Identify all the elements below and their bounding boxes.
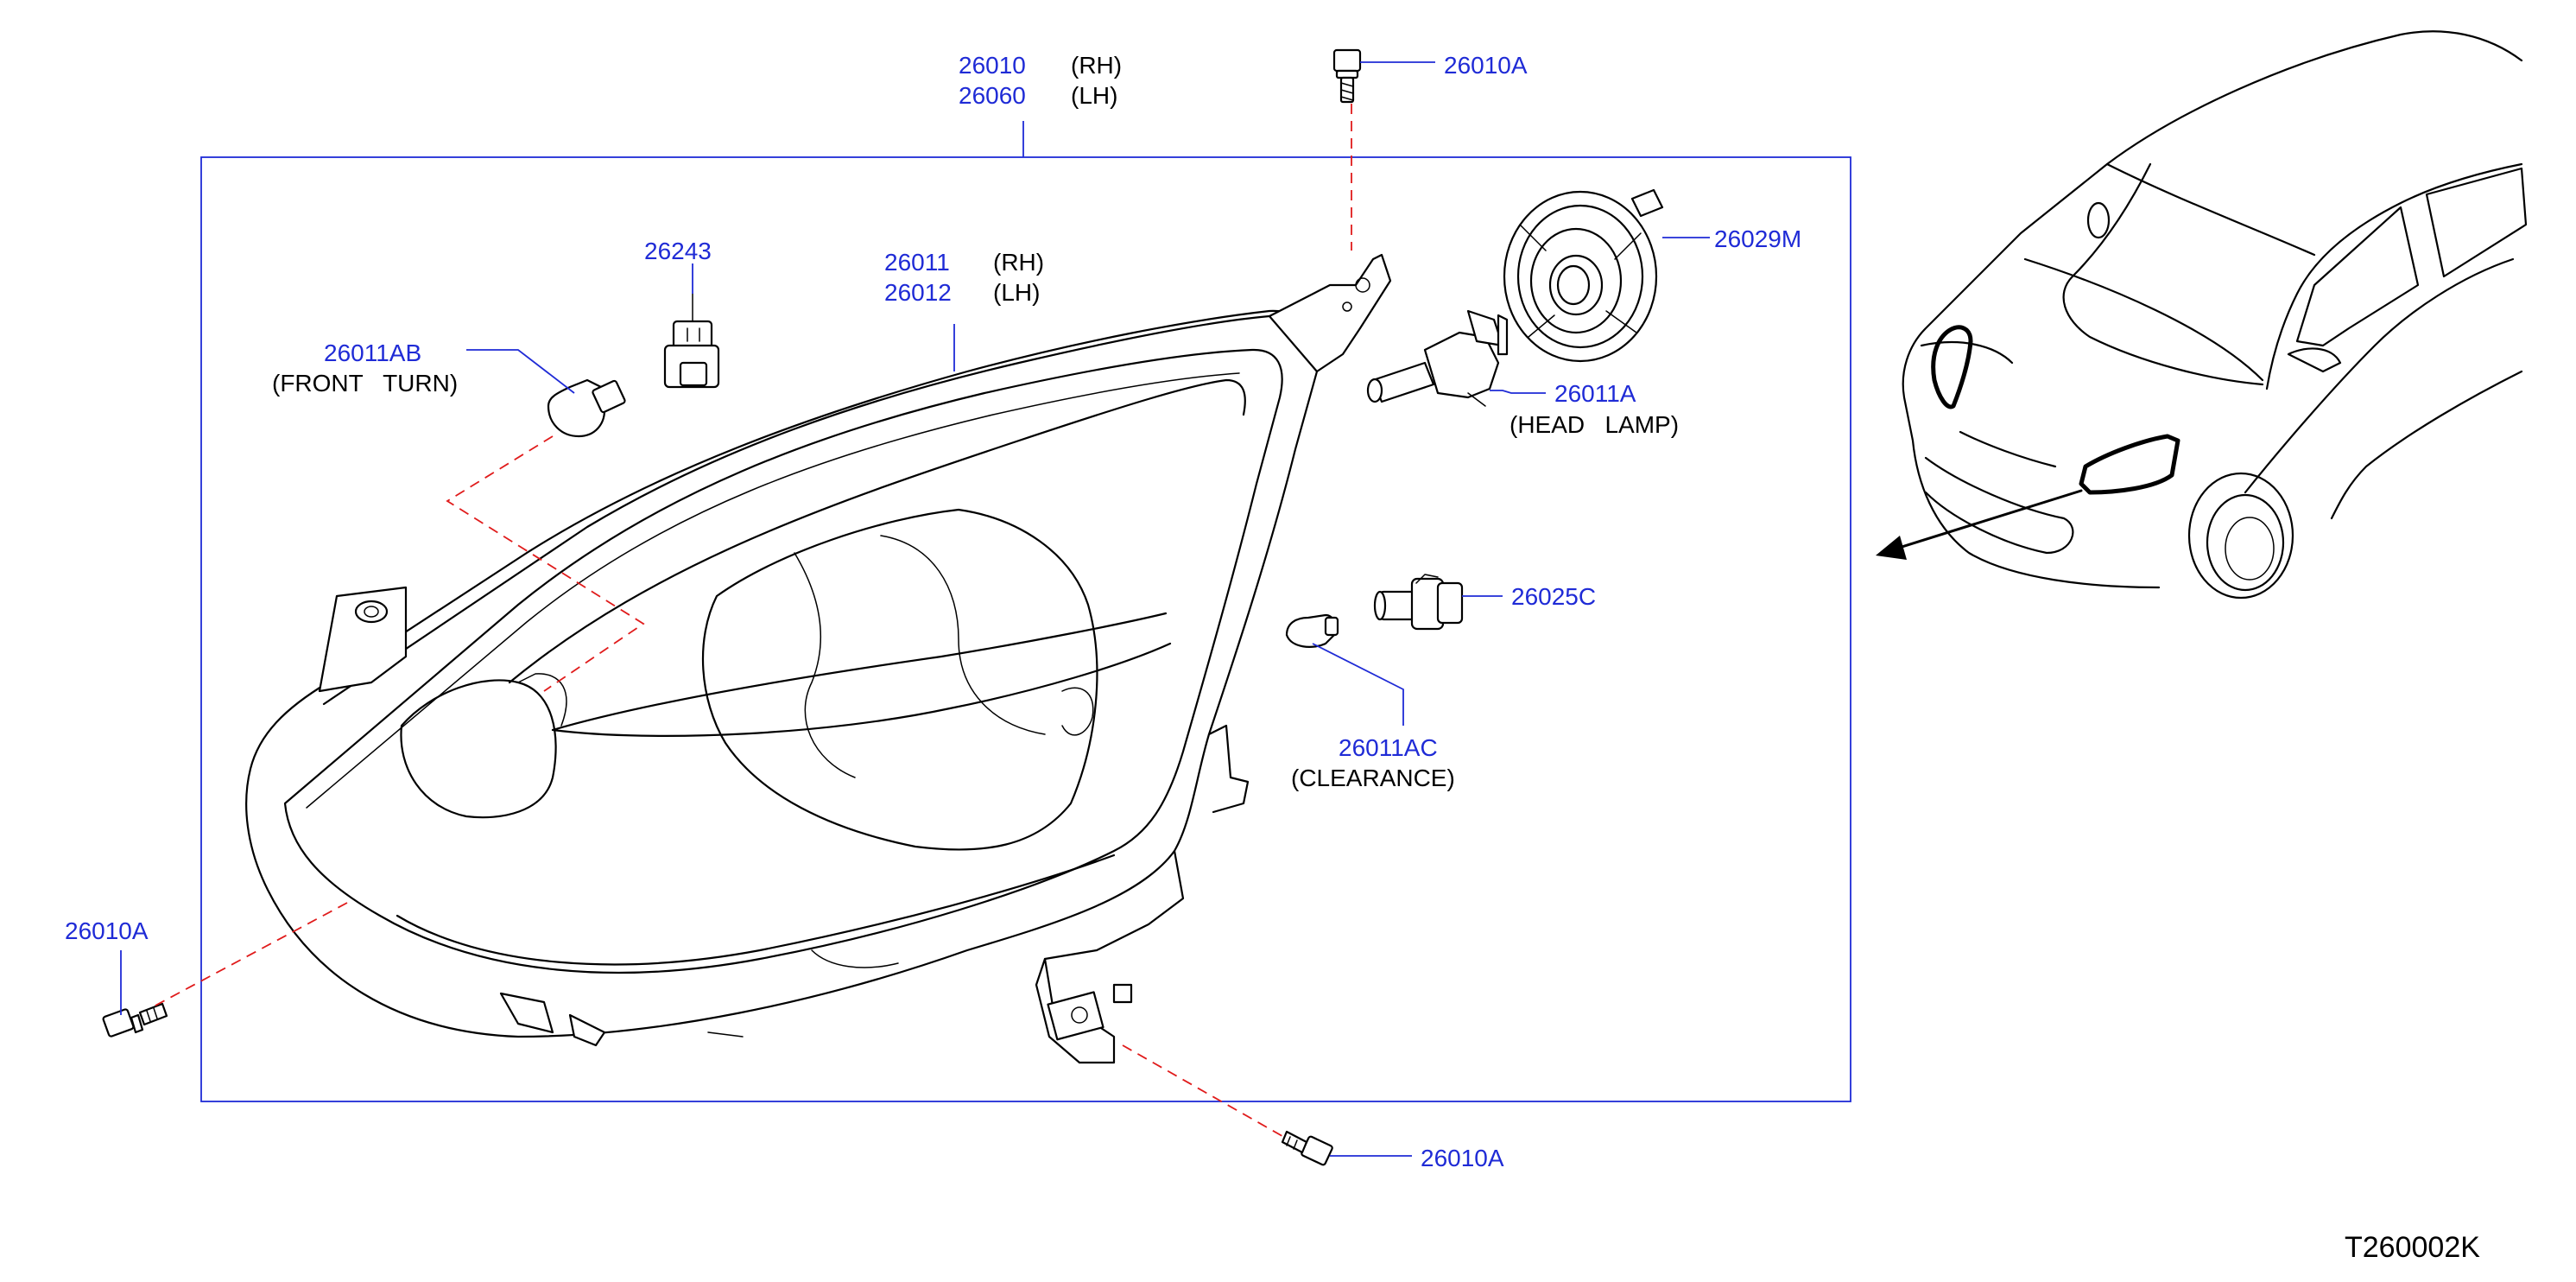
callout-26025c-number[interactable]: 26025C <box>1511 583 1596 610</box>
front-turn-bulb-drawing <box>547 378 626 438</box>
socket-26243-drawing <box>663 293 720 389</box>
screw-bottom-drawing <box>1281 1130 1333 1166</box>
callout-26012-lh-side: (LH) <box>993 279 1040 306</box>
callout-26011-rh-side: (RH) <box>993 249 1044 276</box>
callout-26011ab-description: (FRONT TURN) <box>272 370 458 397</box>
callout-26010a-top-number[interactable]: 26010A <box>1444 52 1528 79</box>
callout-26010a-left-number[interactable]: 26010A <box>65 917 149 944</box>
assembly-frame <box>200 156 1851 1102</box>
callout-26011ab-number[interactable]: 26011AB <box>324 340 421 366</box>
callout-26011a-description: (HEAD LAMP) <box>1510 411 1679 438</box>
callout-26243-number[interactable]: 26243 <box>644 238 712 264</box>
callout-26011-rh-number[interactable]: 26011 <box>884 249 950 276</box>
callout-26029m-number[interactable]: 26029M <box>1714 225 1801 252</box>
headlamp-housing-drawing <box>245 253 1392 1064</box>
callout-26010-rh-number[interactable]: 26010 <box>959 52 1026 79</box>
callout-26060-lh-number[interactable]: 26060 <box>959 82 1026 109</box>
socket-26025c-drawing <box>1373 574 1464 631</box>
callout-26011a-number[interactable]: 26011A <box>1554 380 1636 407</box>
screw-top-drawing <box>1332 48 1362 104</box>
callout-26011ac-number[interactable]: 26011AC <box>1339 734 1438 761</box>
dashed-guides <box>153 104 1352 1139</box>
screw-left-drawing <box>102 1002 168 1038</box>
callout-26010-rh-side: (RH) <box>1071 52 1122 79</box>
callout-26060-lh-side: (LH) <box>1071 82 1117 109</box>
callout-26010a-bottom-number[interactable]: 26010A <box>1421 1145 1504 1171</box>
cap-26029m-drawing <box>1503 188 1664 363</box>
vehicle-overview-drawing <box>1876 30 2528 600</box>
leader-lines <box>120 61 1710 1157</box>
callout-26012-lh-number[interactable]: 26012 <box>884 279 952 306</box>
clearance-bulb-drawing <box>1285 613 1339 648</box>
diagram-code: T260002K <box>2345 1231 2480 1264</box>
callout-26011ac-description: (CLEARANCE) <box>1291 765 1455 791</box>
head-lamp-bulb-drawing <box>1366 309 1509 407</box>
